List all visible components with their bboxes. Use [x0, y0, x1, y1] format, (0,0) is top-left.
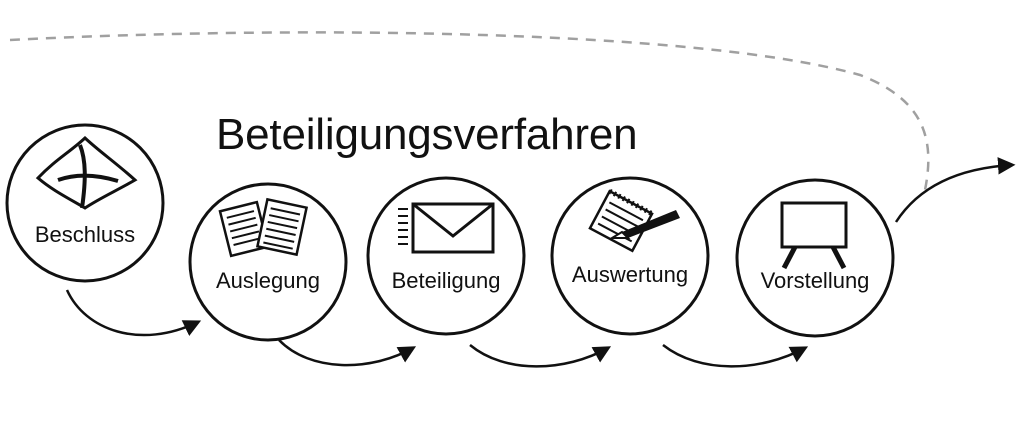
step-circle	[735, 178, 895, 338]
step-label: Auslegung	[216, 268, 320, 293]
signature-cross-icon	[35, 135, 138, 210]
step-label: Vorstellung	[761, 268, 870, 293]
presentation-board-icon	[780, 201, 848, 270]
step-auswertung: Auswertung	[550, 176, 710, 336]
step-label: Beteiligung	[392, 268, 501, 293]
dashed-feedback-loop	[9, 31, 930, 191]
step-auslegung: Auslegung	[188, 182, 348, 342]
arrow-auslegung-to-beteiligung	[278, 339, 417, 367]
arrow-auswertung-to-vorstellung	[662, 344, 809, 368]
arrow-beschluss-to-auslegung	[65, 289, 202, 337]
step-circle	[366, 176, 526, 336]
arrow-beteiligung-to-auswertung	[469, 344, 612, 368]
step-label: Beschluss	[35, 222, 135, 247]
diagram-title: Beteiligungsverfahren	[216, 110, 638, 159]
step-circle	[5, 123, 165, 283]
notepad-pen-icon	[588, 188, 680, 253]
envelope-icon	[398, 202, 495, 254]
step-label: Auswertung	[572, 262, 688, 287]
documents-icon	[218, 197, 309, 258]
step-beteiligung: Beteiligung	[366, 176, 526, 336]
step-vorstellung: Vorstellung	[735, 178, 895, 338]
step-beschluss: Beschluss	[5, 123, 165, 283]
arrow-vorstellung-out	[894, 157, 1016, 223]
